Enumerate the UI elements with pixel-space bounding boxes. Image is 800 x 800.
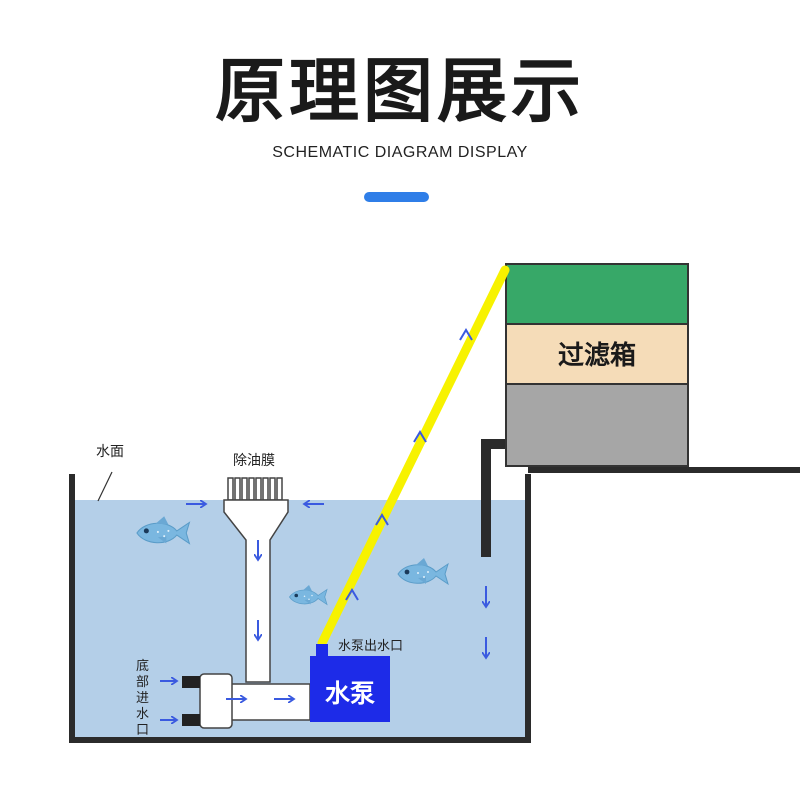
- water-surface-pointer: [97, 471, 113, 502]
- skimmer-funnel: [223, 499, 289, 683]
- outlet-pipe: [317, 265, 510, 648]
- filter-layer-top: [505, 263, 689, 325]
- oil-skimmer: [182, 477, 311, 729]
- bottom-inlet-label: 底 部 进 水 口: [136, 658, 149, 738]
- pump-body: [310, 656, 390, 722]
- skimmer-comb: [227, 477, 283, 501]
- water-surface-label: 水面: [96, 444, 124, 460]
- pipe-arrow: [375, 513, 389, 526]
- inlet-stub-bottom: [182, 714, 200, 726]
- pipe-arrow: [345, 588, 359, 601]
- flow-arrows: [160, 504, 486, 720]
- pipe-arrow: [413, 430, 427, 443]
- page-subtitle: SCHEMATIC DIAGRAM DISPLAY: [272, 144, 528, 161]
- bottom-inlet-char: 部: [136, 675, 149, 690]
- bottom-inlet-char: 底: [136, 658, 149, 674]
- filter-layer-middle: [505, 323, 689, 385]
- bottom-inlet-char: 水: [136, 707, 149, 722]
- inlet-stub-top: [182, 676, 200, 688]
- pipe-arrow: [459, 328, 473, 341]
- tank-wall: [69, 474, 531, 743]
- title-accent-bar: [364, 192, 429, 202]
- filter-box: [505, 263, 689, 467]
- skimmer-inlet-nozzle: [199, 673, 233, 729]
- bottom-inlet-char: 进: [136, 691, 149, 706]
- filter-return-pipe: [481, 439, 510, 557]
- filter-layer-bottom: [505, 383, 689, 467]
- oil-membrane-label: 除油膜: [233, 453, 275, 469]
- filter-box-label: 过滤箱: [558, 340, 636, 371]
- bottom-inlet-char: 口: [136, 723, 149, 738]
- pump-outlet-nozzle: [316, 644, 328, 658]
- pump-outlet-label: 水泵出水口: [338, 639, 403, 654]
- page-title: 原理图展示: [215, 50, 585, 132]
- pipe-flow-arrows: [345, 328, 473, 601]
- pump-label: 水泵: [325, 679, 375, 708]
